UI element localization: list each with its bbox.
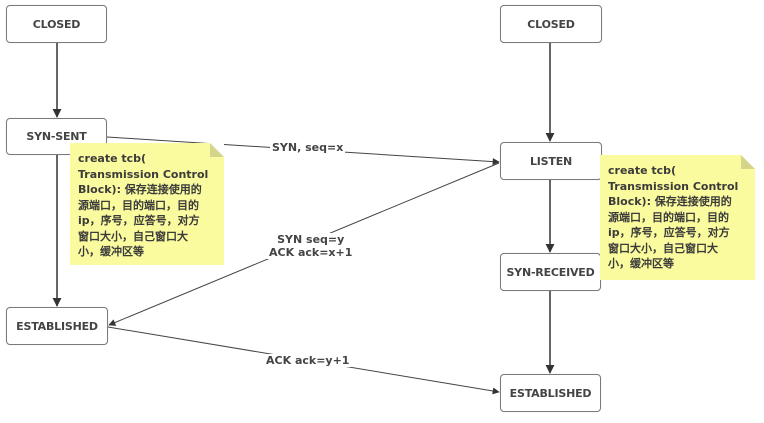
note-line: 小，缓冲区等 (78, 245, 144, 258)
note-line: create tcb( (608, 164, 677, 177)
state-label: CLOSED (527, 17, 575, 31)
note-line: 源端口，目的端口，目的 (608, 210, 729, 224)
note-line: 窗口大小，自己窗口大 (78, 229, 188, 243)
client-state-syn-sent[interactable]: SYN-SENT (6, 118, 107, 155)
server-state-syn-received[interactable]: SYN-RECEIVED (500, 253, 601, 291)
message-label-syn-ack: SYN seq=y ACK ack=x+1 (267, 233, 355, 259)
state-label: CLOSED (32, 17, 81, 31)
state-label: SYN-RECEIVED (506, 265, 595, 279)
state-label: SYN-SENT (26, 130, 87, 143)
message-label-ack: ACK ack=y+1 (264, 354, 352, 367)
note-line: Block): 保存连接使用的 (78, 183, 202, 196)
note-fold-icon (741, 155, 755, 169)
note-line: 源端口，目的端口，目的 (78, 198, 199, 212)
server-state-closed[interactable]: CLOSED (500, 5, 602, 43)
note-line: Block): 保存连接使用的 (608, 195, 732, 208)
note-line: Transmission Control (608, 179, 739, 193)
note-line: ip，序号，应答号，对方 (608, 226, 730, 239)
state-label: LISTEN (529, 154, 573, 168)
state-label: ESTABLISHED (16, 319, 98, 333)
message-label-line: ACK ack=x+1 (269, 246, 353, 259)
note-line: Transmission Control (78, 167, 209, 181)
client-state-closed[interactable]: CLOSED (6, 5, 107, 43)
client-tcb-note: create tcb( Transmission Control Block):… (70, 143, 224, 265)
message-label-line: SYN seq=y (277, 233, 345, 246)
message-label-syn: SYN, seq=x (270, 141, 346, 154)
note-line: 窗口大小，自己窗口大 (608, 241, 718, 255)
note-fold-icon (210, 143, 224, 157)
server-tcb-note: create tcb( Transmission Control Block):… (600, 155, 755, 280)
state-label: ESTABLISHED (509, 386, 592, 400)
note-line: create tcb( (78, 152, 147, 165)
server-state-established[interactable]: ESTABLISHED (500, 374, 601, 412)
note-line: ip，序号，应答号，对方 (78, 214, 200, 227)
server-state-listen[interactable]: LISTEN (500, 142, 602, 180)
note-line: 小，缓冲区等 (608, 257, 674, 270)
client-state-established[interactable]: ESTABLISHED (6, 307, 108, 345)
